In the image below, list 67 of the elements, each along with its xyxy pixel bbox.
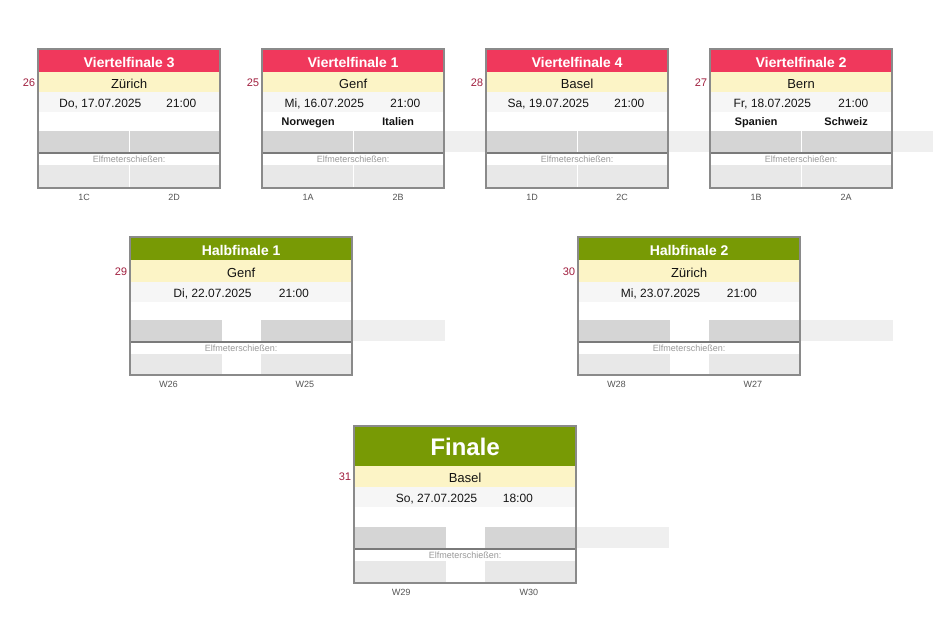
kickoff-time: 21:00 — [166, 97, 196, 109]
match-number: 28 — [470, 78, 483, 88]
match-title: Viertelfinale 1 — [306, 55, 400, 69]
penalty-label: Elfmeterschießen: — [428, 551, 502, 560]
match-title: Viertelfinale 3 — [82, 55, 176, 69]
match-number: 26 — [22, 78, 35, 88]
match-card — [37, 48, 221, 189]
match-date: So, 27.07.2025 — [396, 492, 478, 504]
match-title: Halbfinale 2 — [648, 243, 730, 257]
match-number: 31 — [338, 472, 351, 483]
seed-label: 1D — [526, 193, 538, 202]
seed-label: W26 — [159, 380, 178, 389]
kickoff-time: 21:00 — [614, 97, 644, 109]
venue-name: Genf — [338, 76, 368, 90]
team-name: Norwegen — [281, 117, 335, 128]
venue-name: Zürich — [110, 76, 148, 90]
match-title: Halbfinale 1 — [200, 243, 282, 257]
match-date: Do, 17.07.2025 — [59, 97, 142, 109]
penalty-label: Elfmeterschießen: — [316, 155, 390, 164]
match-title: Viertelfinale 4 — [530, 55, 624, 69]
seed-label: 1A — [302, 193, 314, 202]
seed-label: 2D — [168, 193, 180, 202]
match-title: Finale — [429, 436, 501, 460]
match-card — [129, 236, 353, 376]
kickoff-time: 18:00 — [502, 492, 533, 504]
match-date: Di, 22.07.2025 — [173, 287, 252, 299]
seed-label: 1C — [78, 193, 90, 202]
kickoff-time: 21:00 — [838, 97, 868, 109]
kickoff-time: 21:00 — [726, 287, 757, 299]
match-number: 27 — [694, 78, 707, 88]
seed-label: W27 — [744, 380, 762, 389]
seed-label: 2C — [616, 193, 628, 202]
match-date: Mi, 23.07.2025 — [620, 287, 700, 299]
match-card — [485, 48, 669, 189]
match-card — [353, 425, 577, 584]
match-date: Fr, 18.07.2025 — [734, 97, 811, 109]
seed-label: W29 — [392, 588, 410, 597]
team-name: Italien — [382, 117, 414, 128]
penalty-label: Elfmeterschießen: — [92, 155, 166, 164]
team-name: Spanien — [734, 117, 778, 128]
match-number: 25 — [246, 78, 259, 88]
match-card — [709, 48, 893, 189]
seed-label: 2B — [392, 193, 404, 202]
match-date: Mi, 16.07.2025 — [284, 97, 364, 109]
seed-label: W30 — [520, 588, 538, 597]
match-number: 29 — [114, 266, 127, 278]
seed-label: W28 — [607, 380, 626, 389]
seed-label: 1B — [750, 193, 762, 202]
venue-name: Genf — [226, 266, 256, 278]
kickoff-time: 21:00 — [278, 287, 309, 299]
match-number: 30 — [562, 266, 575, 278]
team-name: Schweiz — [824, 117, 868, 128]
match-date: Sa, 19.07.2025 — [507, 97, 589, 109]
penalty-label: Elfmeterschießen: — [652, 344, 726, 353]
seed-label: W25 — [296, 380, 314, 389]
match-card — [577, 236, 801, 376]
match-title: Viertelfinale 2 — [754, 55, 848, 69]
penalty-label: Elfmeterschießen: — [764, 155, 838, 164]
seed-label: 2A — [840, 193, 852, 202]
match-card — [261, 48, 445, 189]
venue-name: Zürich — [670, 266, 708, 278]
venue-name: Bern — [787, 76, 815, 90]
venue-name: Basel — [560, 76, 594, 90]
venue-name: Basel — [448, 471, 482, 484]
kickoff-time: 21:00 — [390, 97, 420, 109]
penalty-label: Elfmeterschießen: — [540, 155, 614, 164]
penalty-label: Elfmeterschießen: — [204, 344, 278, 353]
